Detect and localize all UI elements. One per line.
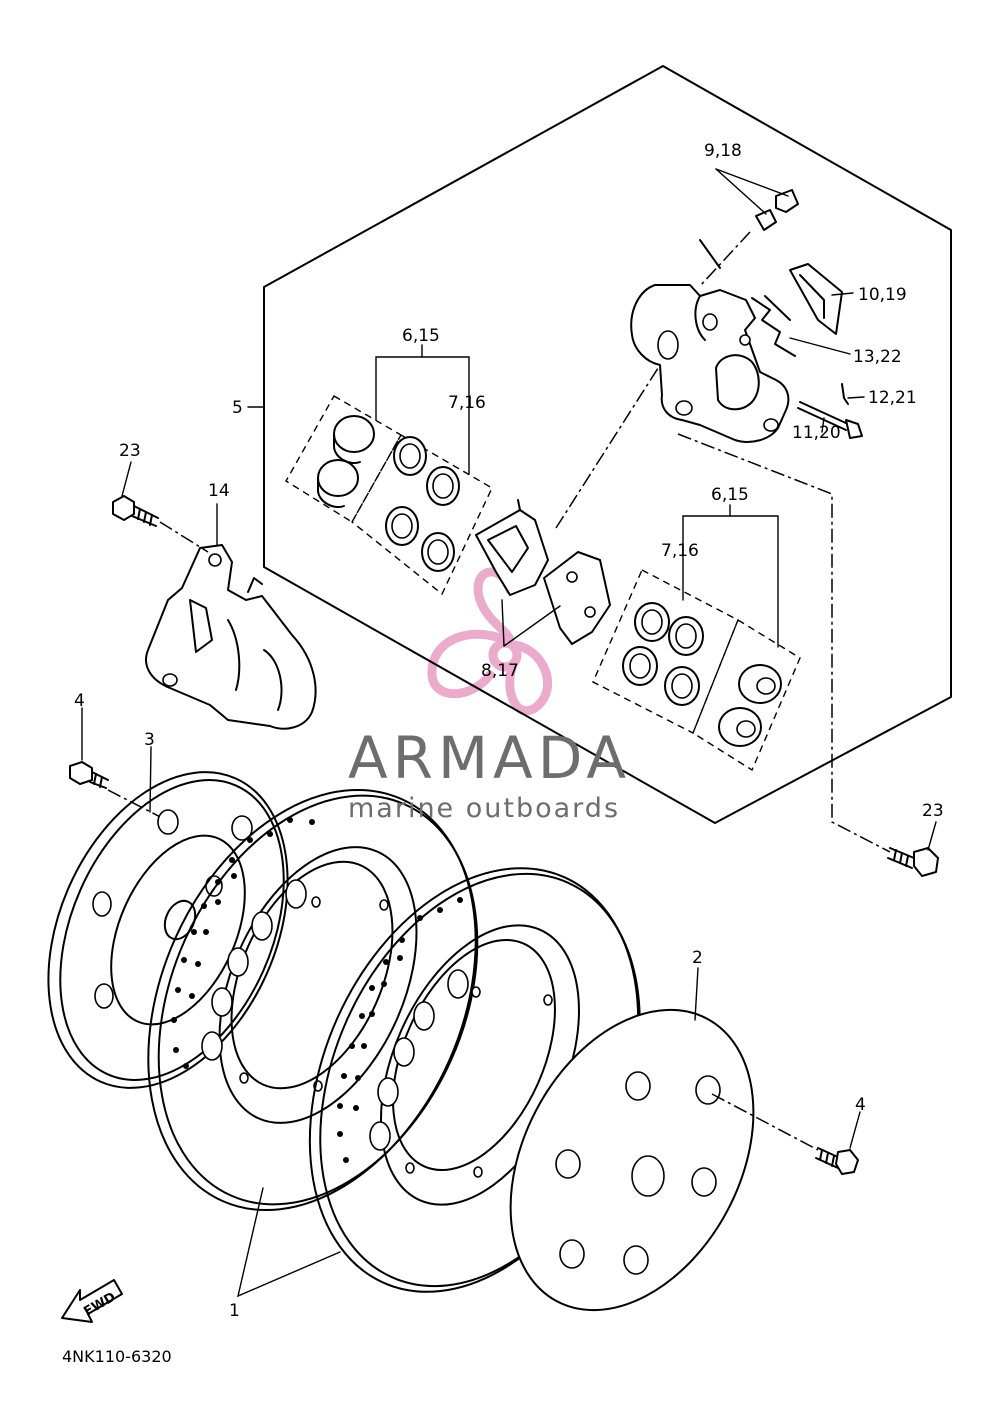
brake-disc-front	[147, 788, 479, 1212]
callout-6-15-lower: 6,15	[711, 485, 749, 505]
callout-10-19: 10,19	[858, 285, 907, 305]
callout-23-upper: 23	[119, 441, 141, 461]
watermark-logo-icon	[427, 567, 553, 716]
callout-5: 5	[232, 398, 243, 418]
fwd-arrow-icon: FWD	[61, 1279, 123, 1323]
pad-spring	[751, 295, 851, 357]
callout-7-16-upper: 7,16	[448, 393, 486, 413]
callout-4-right: 4	[855, 1095, 866, 1115]
bolt-4-left	[69, 707, 171, 823]
piston-group-upper	[285, 344, 493, 596]
bleed-screw	[715, 168, 799, 231]
disc-carrier	[47, 746, 289, 1089]
callout-7-16-lower: 7,16	[661, 541, 699, 561]
bolt-23-upper	[112, 461, 159, 527]
callout-14: 14	[208, 481, 230, 501]
caliper-right	[630, 231, 790, 443]
caliper-assembly-outline	[263, 65, 952, 824]
part-code: 4NK110-6320	[62, 1347, 172, 1366]
brake-pads	[475, 364, 661, 647]
watermark-subtitle: marine outboards	[348, 793, 620, 824]
leader-part-1	[237, 1187, 341, 1298]
callout-12-21: 12,21	[868, 388, 917, 408]
watermark-title: ARMADA	[348, 724, 631, 792]
pad-cover	[789, 263, 854, 335]
bolt-23-lower	[677, 433, 939, 877]
callout-11-20: 11,20	[792, 423, 841, 443]
callout-9-18: 9,18	[704, 141, 742, 161]
bolt-4-right	[711, 1093, 861, 1175]
callout-8-17: 8,17	[481, 661, 519, 681]
callout-2: 2	[692, 948, 703, 968]
pad-pin	[797, 383, 865, 439]
piston-group-lower	[592, 504, 801, 772]
callout-3: 3	[144, 730, 155, 750]
callout-6-15-upper: 6,15	[402, 326, 440, 346]
callout-23-lower: 23	[922, 801, 944, 821]
caliper-left	[145, 503, 317, 730]
callout-1: 1	[229, 1301, 240, 1321]
hub-plate	[509, 967, 755, 1312]
callout-13-22: 13,22	[853, 347, 902, 367]
callout-4-left: 4	[74, 691, 85, 711]
